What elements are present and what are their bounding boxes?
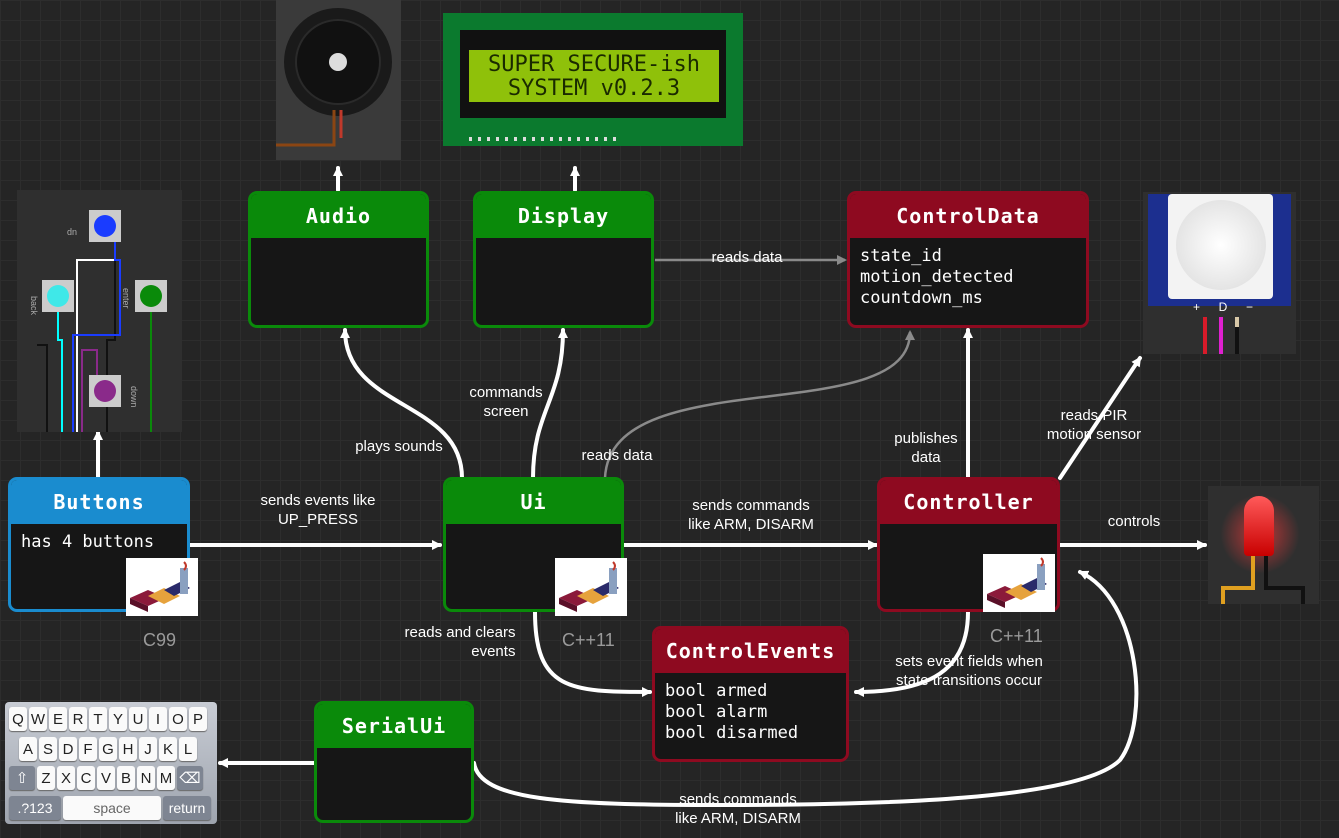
control-events-node-title: ControlEvents: [655, 629, 846, 673]
backspace-key-icon: ⌫: [177, 766, 203, 790]
edge-controller-events: [854, 610, 970, 697]
display-node-title: Display: [476, 194, 651, 238]
edge-ui-events: [533, 610, 652, 697]
pushbutton-up-label: up: [67, 228, 77, 238]
key-a: A: [19, 737, 37, 761]
controller-lang-label: C++11: [990, 626, 1043, 646]
key-return: return: [163, 796, 211, 820]
edge-serial-controller: [472, 570, 1139, 808]
pushbutton-down-label: down: [129, 386, 139, 408]
key-b: B: [117, 766, 135, 790]
pir-pin-d: D: [1218, 300, 1228, 314]
key-j: J: [139, 737, 157, 761]
key-m: M: [157, 766, 175, 790]
lcd-line-1: SUPER SECURE-ish: [488, 52, 700, 77]
control-data-node[interactable]: ControlData state_id motion_detected cou…: [847, 191, 1089, 328]
control-events-node[interactable]: ControlEvents bool armed bool alarm bool…: [652, 626, 849, 762]
edge-controller-pir: [1058, 356, 1142, 480]
edge-ui-audio: [340, 328, 464, 480]
key-x: X: [57, 766, 75, 790]
buttons-node-line: has 4 buttons: [21, 532, 155, 552]
key-e: E: [49, 707, 67, 731]
key-w: W: [29, 707, 47, 731]
edge-ui-data: [603, 330, 915, 479]
key-r: R: [69, 707, 87, 731]
control-data-field: countdown_ms: [860, 288, 983, 308]
shift-key-icon: ⇧: [9, 766, 35, 790]
key-space: space: [63, 796, 161, 820]
edge-label-controls: controls: [1107, 513, 1161, 530]
pir-sensor-image: + D −: [1143, 192, 1296, 354]
buttons-node-title: Buttons: [11, 480, 187, 524]
edge-ui-display: [531, 328, 568, 480]
cpp-lang-logo-icon: [983, 554, 1055, 612]
key-l: L: [179, 737, 197, 761]
lcd-line-2: SYSTEM v0.2.3: [507, 76, 681, 101]
cpp-lang-logo-icon: [555, 558, 627, 616]
display-node[interactable]: Display: [473, 191, 654, 328]
buzzer-speaker-image: [276, 0, 401, 160]
control-data-node-title: ControlData: [850, 194, 1086, 238]
key-o: O: [169, 707, 187, 731]
lcd-display-image: SUPER SECURE-ish SYSTEM v0.2.3: [443, 13, 743, 146]
key-h: H: [119, 737, 137, 761]
audio-node[interactable]: Audio: [248, 191, 429, 328]
control-events-field: bool disarmed: [665, 723, 799, 743]
controller-node-title: Controller: [880, 480, 1057, 524]
ui-lang-label: C++11: [562, 630, 615, 650]
led-image: [1208, 486, 1319, 604]
key-k: K: [159, 737, 177, 761]
key-p: P: [189, 707, 207, 731]
key-t: T: [89, 707, 107, 731]
control-events-field: bool armed: [665, 681, 768, 701]
buttons-lang-label: C99: [143, 630, 177, 650]
pir-pin-minus: −: [1245, 300, 1253, 314]
audio-node-title: Audio: [251, 194, 426, 238]
key-s: S: [39, 737, 57, 761]
key-f: F: [79, 737, 97, 761]
control-events-field: bool alarm: [665, 702, 768, 722]
key-d: D: [59, 737, 77, 761]
ui-node-title: Ui: [446, 480, 621, 524]
key-c: C: [77, 766, 95, 790]
key-v: V: [97, 766, 115, 790]
edge-label-display-reads-data: reads data: [711, 249, 783, 266]
edge-label-ui-reads-data: reads data: [581, 447, 653, 464]
serial-ui-node[interactable]: SerialUi: [314, 701, 474, 823]
edge-label-plays-sounds: plays sounds: [355, 438, 443, 455]
buttons-node[interactable]: Buttons has 4 buttons: [8, 477, 190, 612]
key-i: I: [149, 707, 167, 731]
key-g: G: [99, 737, 117, 761]
serial-ui-node-title: SerialUi: [317, 704, 471, 748]
pir-pin-plus: +: [1193, 300, 1201, 314]
key-u: U: [129, 707, 147, 731]
c-lang-logo-icon: [126, 558, 198, 616]
ui-node[interactable]: Ui: [443, 477, 624, 612]
key-y: Y: [109, 707, 127, 731]
key-q: Q: [9, 707, 27, 731]
pushbutton-back-label: back: [29, 296, 39, 316]
key-z: Z: [37, 766, 55, 790]
control-data-field: motion_detected: [860, 267, 1014, 287]
pushbutton-enter-label: enter: [121, 288, 131, 309]
key-numbers: .?123: [9, 796, 61, 820]
pushbuttons-image: up back enter down: [17, 190, 182, 432]
key-n: N: [137, 766, 155, 790]
control-data-field: state_id: [860, 246, 942, 266]
